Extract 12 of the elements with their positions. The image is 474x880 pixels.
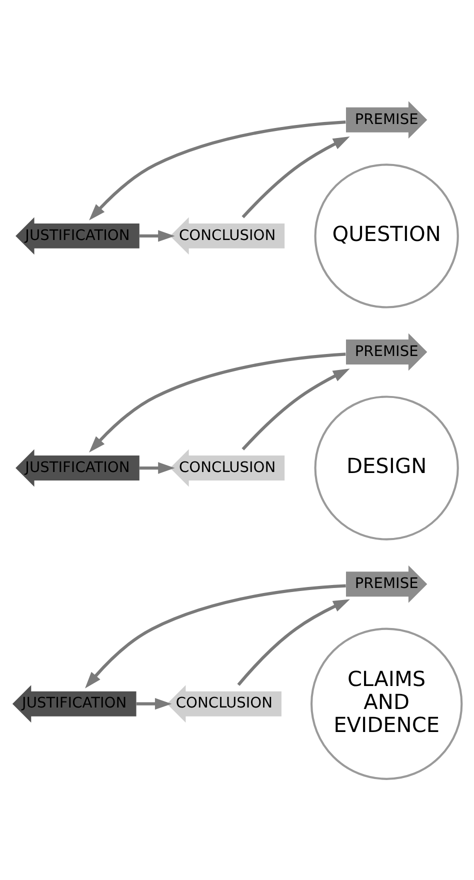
arrow [85,584,346,688]
arrow [140,462,175,474]
node-circle: QUESTION [314,164,459,308]
arrow [136,698,172,710]
arrow [242,136,350,218]
arrow [242,368,350,450]
arrow [89,120,346,220]
node-circle: DESIGN [314,396,459,540]
arrow [89,352,346,452]
arrow [237,599,350,686]
arrow [140,230,175,242]
node-circle: CLAIMS AND EVIDENCE [310,628,463,780]
